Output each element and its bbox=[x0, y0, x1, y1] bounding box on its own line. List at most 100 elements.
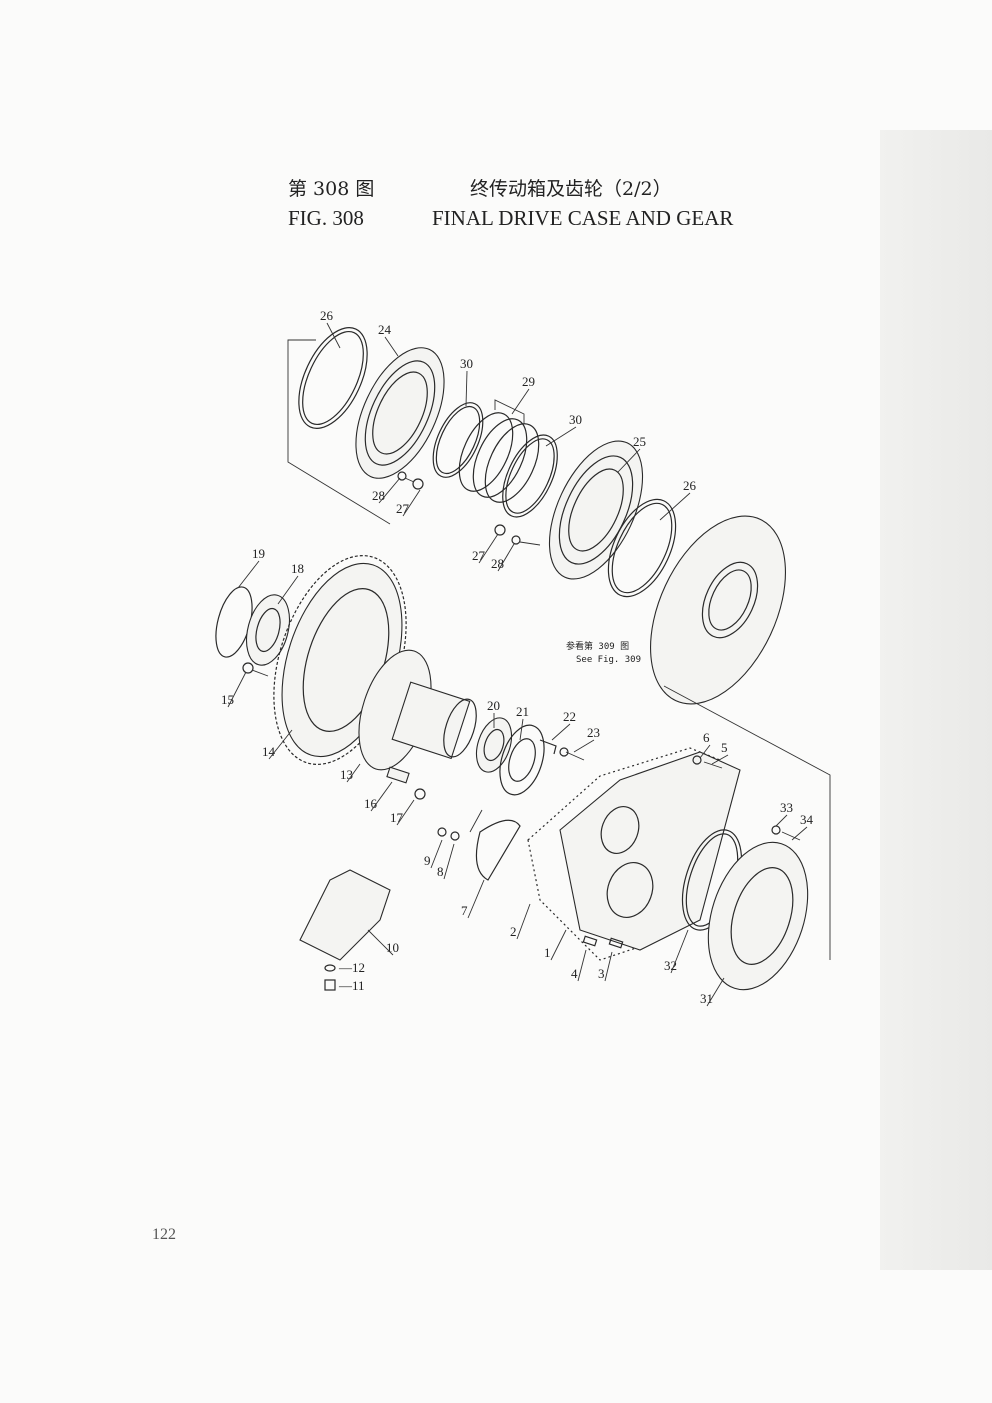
part-seal-ring-30-lower bbox=[502, 434, 558, 518]
part-plate-16-nut-17 bbox=[386, 766, 426, 800]
leader-line-33 bbox=[775, 814, 788, 827]
part-bearing-18 bbox=[246, 594, 290, 666]
bracket-line-upper bbox=[287, 339, 391, 525]
part-label-2: 2 bbox=[510, 924, 517, 939]
part-bolt-15 bbox=[242, 662, 269, 677]
part-label-27: 27 bbox=[472, 548, 486, 563]
part-bolt-6-5 bbox=[692, 755, 723, 769]
part-label-5: 5 bbox=[721, 740, 728, 755]
part-label-6: 6 bbox=[703, 730, 710, 745]
part-label-28: 28 bbox=[491, 556, 504, 571]
leader-line-9 bbox=[430, 839, 443, 869]
part-label-15: 15 bbox=[221, 692, 234, 707]
part-gasket-2 bbox=[527, 747, 721, 961]
part-label-16: 16 bbox=[364, 796, 378, 811]
part-bearing-20 bbox=[475, 717, 513, 773]
leader-line-27 bbox=[402, 489, 421, 517]
part-o-ring-26-upper bbox=[298, 327, 368, 429]
part-label-7: 7 bbox=[461, 903, 468, 918]
leader-line-2 bbox=[516, 903, 531, 940]
figure-number-en: FIG. 308 bbox=[288, 206, 364, 230]
page-edge-shadow bbox=[880, 130, 992, 1270]
part-label-4: 4 bbox=[571, 966, 578, 981]
part-label-19: 19 bbox=[252, 546, 265, 561]
part-label-14: 14 bbox=[262, 744, 276, 759]
part-retainer-24 bbox=[355, 347, 445, 479]
part-label-11: —11 bbox=[338, 978, 365, 993]
part-bolt-27-washer-28-left bbox=[397, 471, 424, 490]
part-label-10: 10 bbox=[386, 940, 399, 955]
leader-line-21 bbox=[519, 718, 524, 741]
part-label-33: 33 bbox=[780, 800, 793, 815]
part-label-26: 26 bbox=[683, 478, 697, 493]
leader-line-4 bbox=[577, 949, 587, 982]
part-bolt-27-washer-28-right bbox=[494, 524, 541, 546]
leader-line-26 bbox=[659, 492, 691, 521]
part-shim-7 bbox=[475, 819, 521, 881]
part-label-34: 34 bbox=[800, 812, 814, 827]
leader-line-34 bbox=[791, 826, 808, 841]
leader-line-5 bbox=[711, 754, 729, 765]
leader-line-17 bbox=[396, 799, 415, 826]
part-label-20: 20 bbox=[487, 698, 500, 713]
leader-line-10 bbox=[367, 929, 394, 956]
reference-note-en: See Fig. 309 bbox=[576, 655, 641, 665]
leader-line-28 bbox=[378, 477, 401, 504]
leader-line-18 bbox=[277, 575, 299, 605]
figure-number-cn: 第 308 图 bbox=[288, 178, 375, 200]
leader-line-16 bbox=[370, 781, 393, 812]
part-label-30: 30 bbox=[460, 356, 473, 371]
leader-line-19 bbox=[237, 560, 260, 589]
leader-line-24 bbox=[384, 336, 399, 357]
part-label-27: 27 bbox=[396, 501, 410, 516]
reference-note-cn: 参看第 309 图 bbox=[566, 640, 629, 652]
part-label-26: 26 bbox=[320, 308, 334, 323]
part-washer-12-bolt-11 bbox=[324, 964, 336, 991]
leader-line-23 bbox=[573, 739, 595, 753]
leader-line-6 bbox=[699, 744, 711, 759]
leader-line-7 bbox=[467, 879, 485, 919]
leader-line-30 bbox=[465, 370, 468, 407]
part-label-3: 3 bbox=[598, 966, 605, 981]
part-label-1: 1 bbox=[544, 945, 551, 960]
part-label-18: 18 bbox=[291, 561, 304, 576]
part-label-23: 23 bbox=[587, 725, 600, 740]
leader-line-29 bbox=[511, 388, 530, 415]
part-label-13: 13 bbox=[340, 767, 353, 782]
part-label-8: 8 bbox=[437, 864, 444, 879]
leader-line-30 bbox=[545, 426, 577, 447]
leader-line-28 bbox=[497, 543, 515, 572]
part-label-30: 30 bbox=[569, 412, 582, 427]
leader-line-32 bbox=[670, 929, 689, 974]
leader-line-27 bbox=[478, 533, 499, 564]
leader-line-8 bbox=[443, 843, 455, 880]
part-dowel-4-3 bbox=[582, 935, 624, 949]
part-cover-31 bbox=[707, 841, 809, 991]
part-bolt-9-washer-8 bbox=[437, 809, 483, 841]
part-label-17: 17 bbox=[390, 810, 404, 825]
figure-title-cn: 终传动箱及齿轮（2/2） bbox=[470, 178, 672, 200]
part-lock-22-bolt-23 bbox=[539, 739, 585, 761]
leader-line-22 bbox=[551, 723, 571, 741]
leader-line-13 bbox=[346, 763, 361, 783]
leader-line-1 bbox=[550, 929, 567, 961]
part-label-28: 28 bbox=[372, 488, 385, 503]
part-bolt-33-34 bbox=[771, 825, 801, 841]
leader-line-15 bbox=[227, 671, 247, 708]
part-label-25: 25 bbox=[633, 434, 646, 449]
part-label-32: 32 bbox=[664, 958, 677, 973]
leader-line-25 bbox=[617, 448, 641, 473]
bracket-line-mid bbox=[663, 685, 831, 960]
part-case-1 bbox=[559, 751, 741, 951]
part-label-29: 29 bbox=[522, 374, 535, 389]
figure-title-en: FINAL DRIVE CASE AND GEAR bbox=[432, 206, 734, 230]
leader-line-14 bbox=[268, 729, 293, 760]
part-o-ring-26-lower bbox=[607, 498, 677, 598]
part-hub-cover bbox=[650, 515, 786, 705]
part-floating-seal-29 bbox=[458, 399, 540, 503]
part-hub-13 bbox=[358, 649, 477, 771]
part-label-22: 22 bbox=[563, 709, 576, 724]
